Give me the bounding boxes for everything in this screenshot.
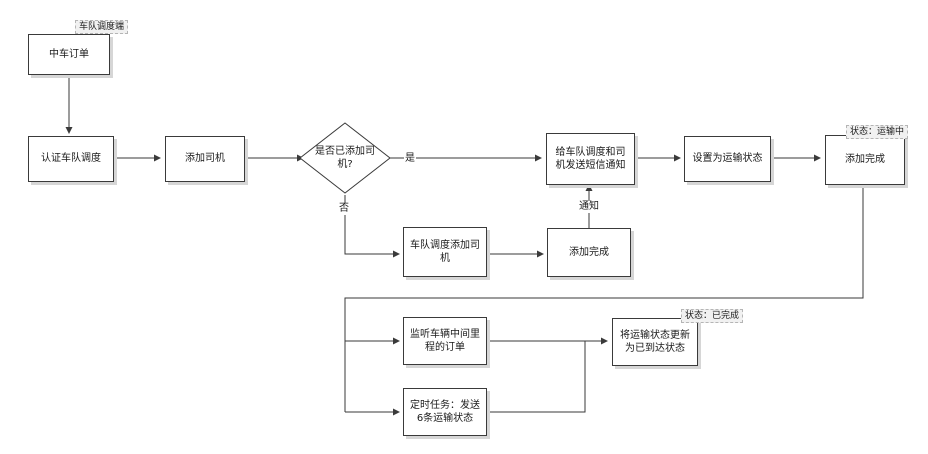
node-timer-task: 定时任务：发送6条运输状态 xyxy=(403,388,487,436)
node-add-driver-label: 添加司机 xyxy=(185,152,225,166)
node-timer-task-label: 定时任务：发送6条运输状态 xyxy=(408,399,482,426)
node-add-driver: 添加司机 xyxy=(165,136,245,182)
done-tag-label: 状态：运输中 xyxy=(850,127,904,137)
node-monitor-orders-label: 监听车辆中间里程的订单 xyxy=(408,328,482,355)
no-label: 否 xyxy=(338,203,350,215)
update-tag: 状态：已完成 xyxy=(681,309,743,323)
node-team-add-driver-label: 车队调度添加司机 xyxy=(408,239,482,266)
node-team-add-driver: 车队调度添加司机 xyxy=(403,227,487,277)
notify-text: 通知 xyxy=(579,201,599,212)
start-tag: 车队调度端 xyxy=(75,20,128,34)
decision-diamond: 是否已添加司机? xyxy=(310,138,380,178)
update-tag-label: 状态：已完成 xyxy=(685,311,739,321)
no-text: 否 xyxy=(339,203,349,214)
node-add-done-label: 添加完成 xyxy=(845,153,885,167)
node-set-status-label: 设置为运输状态 xyxy=(693,152,763,166)
node-add-done: 添加完成 xyxy=(825,135,905,185)
node-start-order: 中车订单 xyxy=(28,34,110,75)
node-send-sms: 给车队调度和司机发送短信通知 xyxy=(546,133,635,185)
node-verify-dispatch-label: 认证车队调度 xyxy=(41,152,101,166)
node-send-sms-label: 给车队调度和司机发送短信通知 xyxy=(551,146,630,173)
node-monitor-orders: 监听车辆中间里程的订单 xyxy=(403,317,487,365)
done-tag: 状态：运输中 xyxy=(846,125,908,139)
start-tag-label: 车队调度端 xyxy=(79,22,124,32)
edge-timer-update xyxy=(487,341,585,412)
edge-done-branch xyxy=(345,185,863,412)
yes-text: 是 xyxy=(405,153,415,164)
node-update-status: 将运输状态更新为已到达状态 xyxy=(612,318,698,366)
node-update-status-label: 将运输状态更新为已到达状态 xyxy=(617,329,693,356)
decision-label: 是否已添加司机? xyxy=(310,145,380,171)
edge-decision-no xyxy=(345,195,399,254)
node-add-complete: 添加完成 xyxy=(547,228,631,277)
node-set-status: 设置为运输状态 xyxy=(684,136,771,182)
node-verify-dispatch: 认证车队调度 xyxy=(28,136,114,182)
notify-label: 通知 xyxy=(578,201,600,213)
node-add-complete-label: 添加完成 xyxy=(569,246,609,260)
yes-label: 是 xyxy=(404,153,416,165)
node-start-order-label: 中车订单 xyxy=(49,48,89,62)
